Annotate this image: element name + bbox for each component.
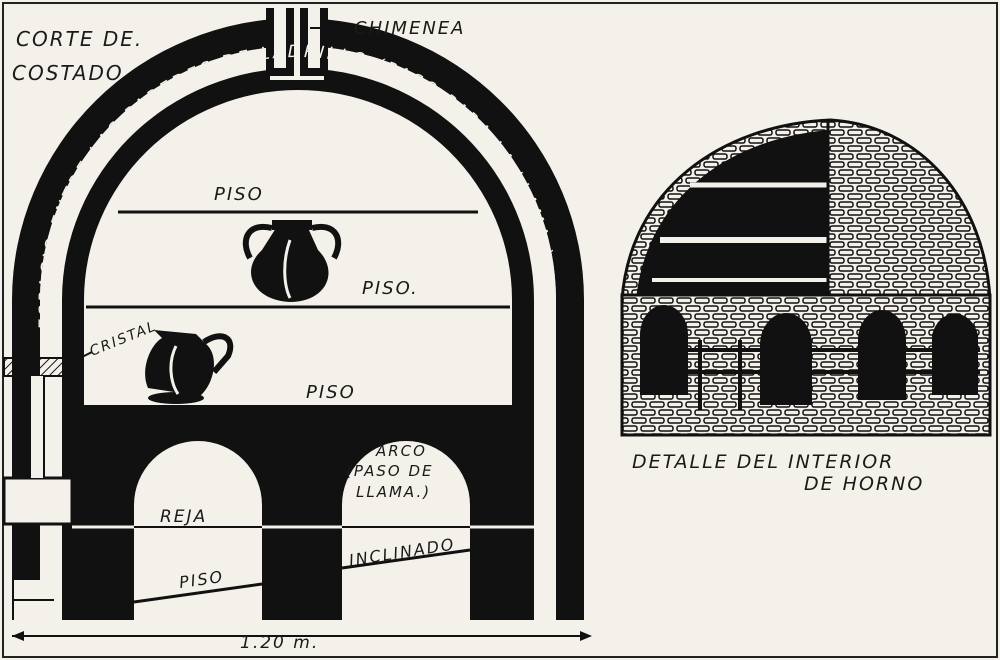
section-title-line2: COSTADO [12,61,124,85]
left-side-box [2,476,74,526]
spy-glass [3,357,73,377]
kiln-interior-detail [620,118,992,437]
chimney-label: CHIMENEA [354,18,465,39]
detail-label-line2: DE HORNO [804,473,924,495]
left-fire-arch [134,441,262,625]
glass-label: CRISTAL [88,318,160,359]
pitcher-icon [145,330,234,404]
right-fire-arch [342,441,470,625]
arch-label-line1: ARCO [375,442,427,460]
floor-top-label: PISO [214,184,264,205]
arch-label-line3: LLAMA.) [356,483,431,501]
detail-label-line1: DETALLE DEL INTERIOR [632,451,894,473]
grate-label: REJA [160,507,207,527]
width-dimension-line [12,631,592,641]
width-dimension-label: 1.20 m. [240,633,319,653]
floor-low-label: PISO [306,382,356,403]
section-title-line1: CORTE DE. [16,27,143,51]
floor-mid-label: PISO. [362,278,419,299]
vase-icon [242,220,342,302]
kiln-cross-section [2,8,592,641]
arch-label-line2: (PASO DE [346,462,434,480]
